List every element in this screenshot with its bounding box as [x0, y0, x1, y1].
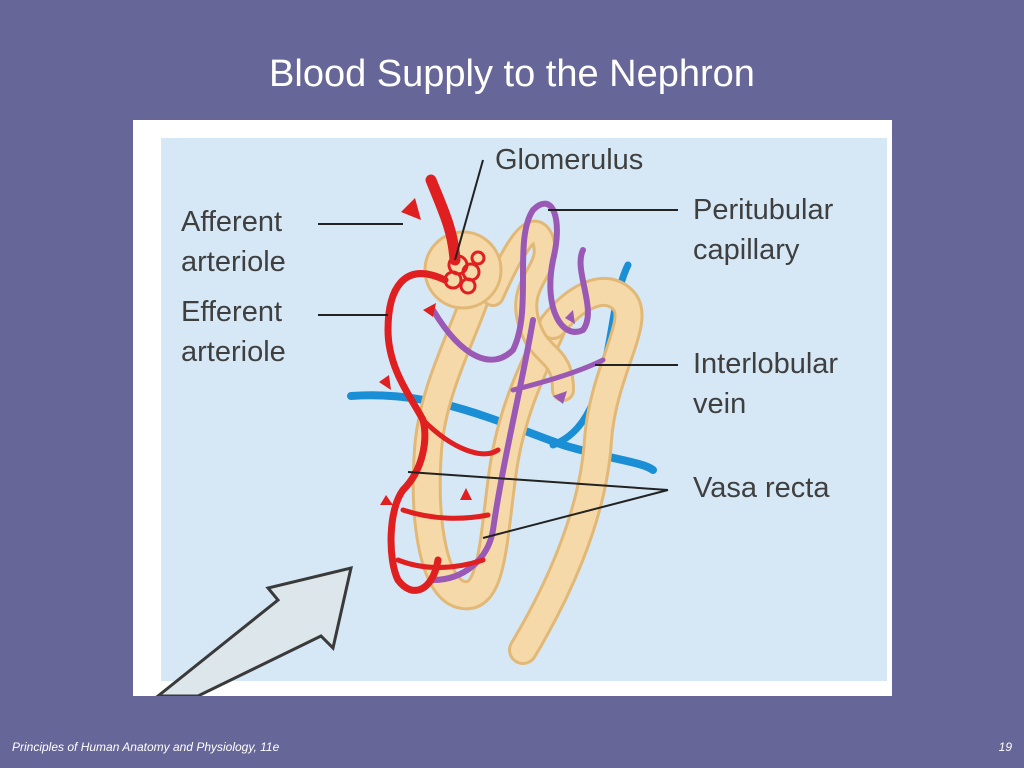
label-peritubular-capillary: Peritubular capillary — [693, 194, 834, 266]
label-interlobular-vein: Interlobular vein — [693, 348, 839, 420]
glomerulus-tuft — [443, 250, 486, 295]
slide-title: Blood Supply to the Nephron — [269, 53, 755, 95]
leader-lines — [318, 159, 678, 539]
flow-arrows — [379, 198, 472, 505]
afferent-arteriole — [425, 174, 461, 266]
label-vasa-recta: Vasa recta — [693, 472, 830, 504]
capillary-arrows — [553, 310, 575, 404]
direction-arrow — [155, 565, 353, 696]
efferent-arteriole — [384, 270, 449, 594]
nephron-illustration — [155, 138, 887, 696]
page-number: 19 — [998, 740, 1012, 754]
capillary-cross — [510, 357, 606, 393]
footer-citation: Principles of Human Anatomy and Physiolo… — [12, 740, 280, 754]
label-glomerulus: Glomerulus — [495, 144, 644, 176]
peritubular-capillary — [430, 200, 591, 363]
label-afferent-arteriole: Afferent arteriole — [181, 206, 286, 278]
collecting-duct-fill — [511, 279, 641, 662]
label-efferent-arteriole: Efferent arteriole — [181, 296, 286, 368]
vasa-recta-purple — [430, 317, 536, 583]
nephron-diagram: Glomerulus Afferent arteriole Efferent a… — [133, 120, 892, 696]
vasa-recta-red — [395, 417, 501, 570]
